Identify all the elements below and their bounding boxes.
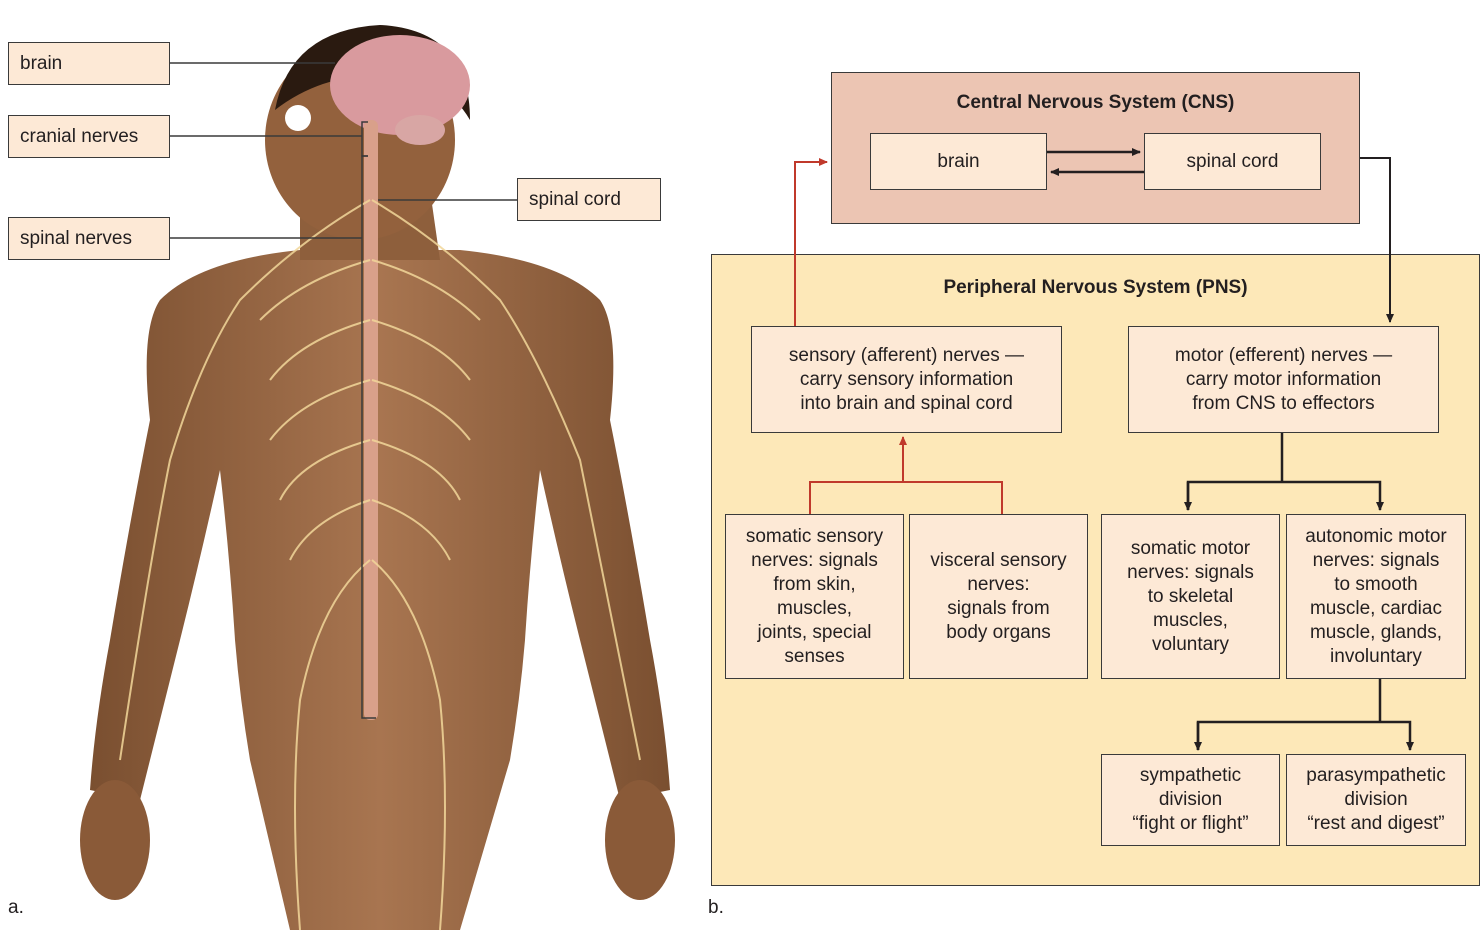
label-brain-text: brain [20, 53, 62, 75]
label-brain: brain [8, 42, 170, 85]
brain-shape [330, 35, 470, 135]
node-spinal-cord: spinal cord [1144, 133, 1321, 190]
node-somatic-sensory: somatic sensory nerves: signals from ski… [725, 514, 904, 679]
label-spinal-nerves: spinal nerves [8, 217, 170, 260]
spinal-cord-shape [364, 120, 378, 720]
pns-title: Peripheral Nervous System (PNS) [711, 277, 1480, 299]
cns-title: Central Nervous System (CNS) [831, 92, 1360, 114]
label-spinal-cord-text: spinal cord [529, 189, 621, 211]
cerebellum-shape [395, 115, 445, 145]
node-sensory-nerves: sensory (afferent) nerves — carry sensor… [751, 326, 1062, 433]
label-cranial-nerves: cranial nerves [8, 115, 170, 158]
panel-b-letter: b. [708, 897, 724, 919]
node-parasympathetic: parasympathetic division “rest and diges… [1286, 754, 1466, 846]
label-spinal-nerves-text: spinal nerves [20, 228, 132, 250]
label-cranial-nerves-text: cranial nerves [20, 126, 138, 148]
right-hand [605, 780, 675, 900]
eye-shape [285, 105, 311, 131]
node-brain: brain [870, 133, 1047, 190]
node-sympathetic: sympathetic division “fight or flight” [1101, 754, 1280, 846]
panel-a-letter: a. [8, 897, 24, 919]
label-spinal-cord: spinal cord [517, 178, 661, 221]
node-visceral-sensory: visceral sensory nerves: signals from bo… [909, 514, 1088, 679]
node-motor-nerves: motor (efferent) nerves — carry motor in… [1128, 326, 1439, 433]
torso-shape [90, 250, 670, 930]
node-autonomic-motor: autonomic motor nerves: signals to smoot… [1286, 514, 1466, 679]
left-hand [80, 780, 150, 900]
node-somatic-motor: somatic motor nerves: signals to skeleta… [1101, 514, 1280, 679]
